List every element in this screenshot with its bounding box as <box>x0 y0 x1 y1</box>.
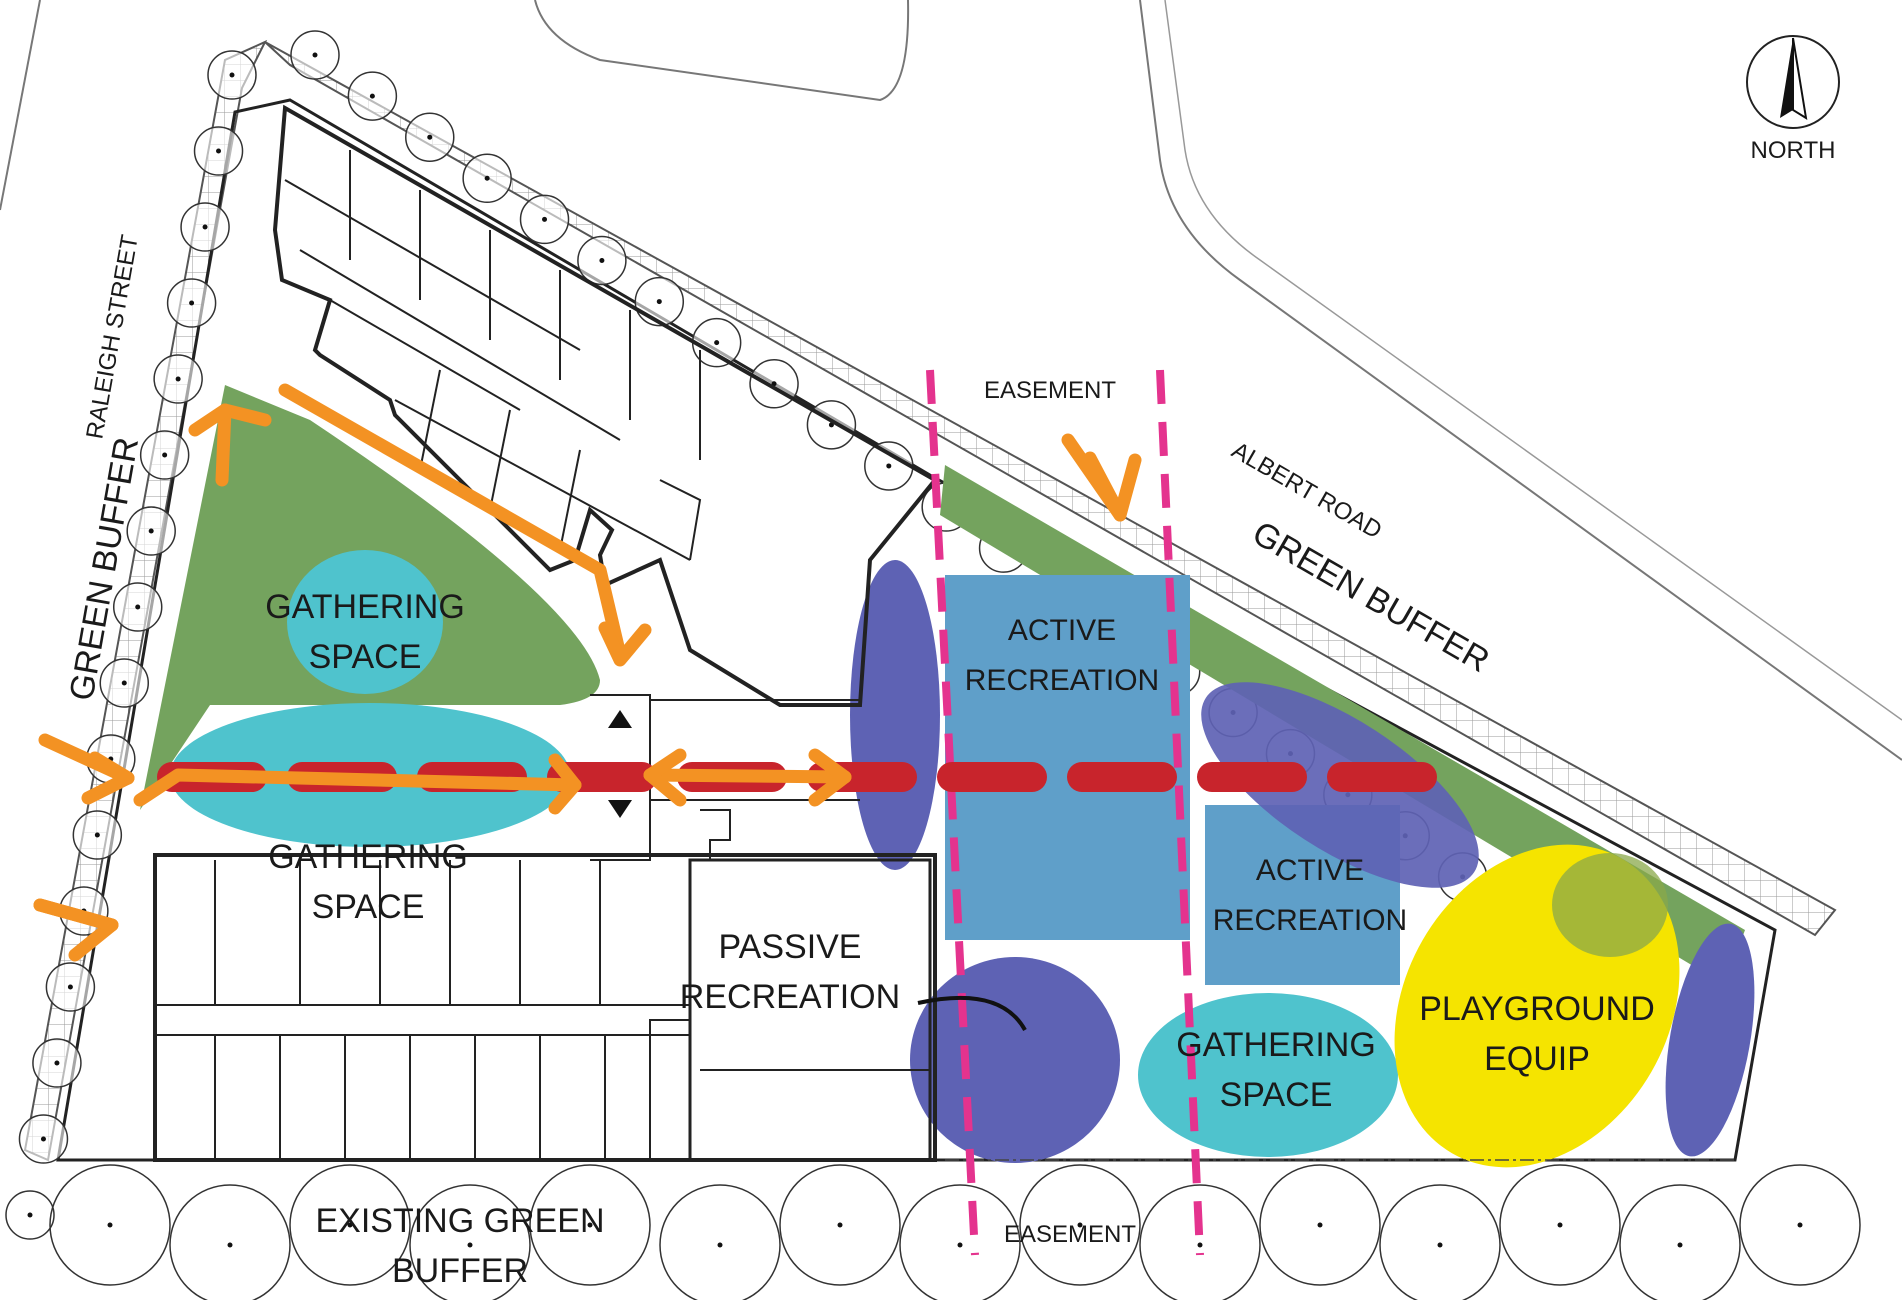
tree-trunk-icon <box>347 1222 353 1228</box>
elevator-down-icon <box>608 800 632 818</box>
tree-icon <box>1379 1184 1501 1300</box>
north-label: NORTH <box>1751 137 1836 164</box>
tree-trunk-icon <box>94 832 100 838</box>
tree-trunk-icon <box>717 1242 723 1248</box>
existing-green-buffer-label-2: BUFFER <box>392 1252 528 1290</box>
tree-trunk-icon <box>1317 1222 1323 1228</box>
north-arrow-icon <box>1746 35 1840 129</box>
tree-trunk-icon <box>587 1222 593 1228</box>
tree-trunk-icon <box>162 452 168 458</box>
albert-road-label: ALBERT ROAD <box>1227 437 1386 545</box>
tree-trunk-icon <box>542 216 548 222</box>
tree-trunk-icon <box>484 175 490 181</box>
purple-zone-1 <box>850 560 940 870</box>
tree-trunk-icon <box>957 1242 963 1248</box>
passive-recreation-label-2: RECREATION <box>680 978 900 1016</box>
tree-icon <box>1259 1164 1381 1286</box>
gathering-space-3-label: GATHERING <box>1176 1026 1376 1064</box>
existing-trees-south <box>49 1164 1861 1300</box>
tree-trunk-icon <box>1677 1242 1683 1248</box>
tree-icon <box>1019 1164 1141 1286</box>
building-south-wing <box>153 853 937 1162</box>
active-recreation-2-label-2: RECREATION <box>1213 904 1407 937</box>
tree-trunk-icon <box>599 257 605 263</box>
tree-icon <box>1139 1184 1261 1300</box>
tree-trunk-icon <box>427 134 433 140</box>
passive-recreation-zone <box>910 957 1120 1163</box>
street-trees-raleigh-street <box>5 50 257 1240</box>
tree-trunk-icon <box>369 93 375 99</box>
easement-top-label: EASEMENT <box>984 377 1116 404</box>
tree-trunk-icon <box>202 224 208 230</box>
tree-trunk-icon <box>714 340 720 346</box>
gathering-space-zone-3 <box>1138 993 1398 1157</box>
circulation-arrows <box>33 383 1142 962</box>
tree-trunk-icon <box>135 604 141 610</box>
tree-trunk-icon <box>67 984 73 990</box>
tree-icon <box>529 1164 651 1286</box>
tree-icon <box>409 1184 531 1300</box>
tree-trunk-icon <box>1557 1222 1563 1228</box>
building-north-wing <box>272 104 939 707</box>
elevator-up-icon <box>608 710 632 728</box>
tree-trunk-icon <box>1197 1242 1203 1248</box>
tree-trunk-icon <box>656 299 662 305</box>
playground-equip-label-2: EQUIP <box>1484 1040 1590 1078</box>
gathering-space-3-label-2: SPACE <box>1220 1076 1333 1114</box>
playground-equip-label: PLAYGROUND <box>1419 990 1655 1028</box>
gathering-space-1-label: GATHERING <box>265 588 465 626</box>
tree-trunk-icon <box>121 680 127 686</box>
tree-icon <box>1499 1164 1621 1286</box>
tree-icon <box>1619 1184 1741 1300</box>
tree-trunk-icon <box>54 1060 60 1066</box>
tree-trunk-icon <box>148 528 154 534</box>
tree-trunk-icon <box>216 148 222 154</box>
tree-icon <box>169 1184 291 1300</box>
active-recreation-zone-1 <box>945 575 1190 940</box>
tree-trunk-icon <box>189 300 195 306</box>
passive-recreation-label: PASSIVE <box>719 928 862 966</box>
road-outline-west <box>0 0 41 211</box>
tree-trunk-icon <box>227 1242 233 1248</box>
gathering-space-2-label: GATHERING <box>268 838 468 876</box>
active-recreation-1-label: ACTIVE <box>1008 614 1116 647</box>
easement-line-west <box>926 369 979 1256</box>
tree-trunk-icon <box>229 72 235 78</box>
road-outline-east <box>1139 0 1902 761</box>
tree-icon <box>779 1164 901 1286</box>
tree-icon <box>289 1164 411 1286</box>
tree-trunk-icon <box>40 1136 46 1142</box>
tree-trunk-icon <box>1797 1222 1803 1228</box>
gathering-space-2-label-2: SPACE <box>312 888 425 926</box>
tree-trunk-icon <box>467 1242 473 1248</box>
raleigh-street-label: RALEIGH STREET <box>81 232 144 441</box>
existing-green-buffer-label-1: EXISTING GREEN <box>315 1202 604 1240</box>
tree-trunk-icon <box>886 463 892 469</box>
tree-trunk-icon <box>1077 1222 1083 1228</box>
easement-line-east <box>1156 369 1204 1256</box>
tree-trunk-icon <box>27 1212 33 1218</box>
tree-icon <box>659 1184 781 1300</box>
tree-trunk-icon <box>837 1222 843 1228</box>
tree-trunk-icon <box>1437 1242 1443 1248</box>
gathering-space-zone-1 <box>287 550 443 694</box>
tree-trunk-icon <box>175 376 181 382</box>
tree-trunk-icon <box>312 52 318 58</box>
road-outline-east-inner <box>1164 0 1902 721</box>
active-recreation-1-label-2: RECREATION <box>965 664 1159 697</box>
sidewalk-northeast <box>264 41 1837 937</box>
road-outline-north <box>534 0 910 102</box>
gathering-space-1-label-2: SPACE <box>309 638 422 676</box>
passive-callout-line <box>917 995 1027 1031</box>
purple-zone-4 <box>1665 923 1755 1157</box>
tree-icon <box>1739 1164 1861 1286</box>
playground-overlap <box>1552 853 1668 957</box>
easement-bottom-label: EASEMENT <box>1004 1221 1136 1248</box>
tree-icon <box>49 1164 171 1286</box>
active-recreation-2-label: ACTIVE <box>1256 854 1364 887</box>
tree-trunk-icon <box>107 1222 113 1228</box>
tree-icon <box>899 1184 1021 1300</box>
